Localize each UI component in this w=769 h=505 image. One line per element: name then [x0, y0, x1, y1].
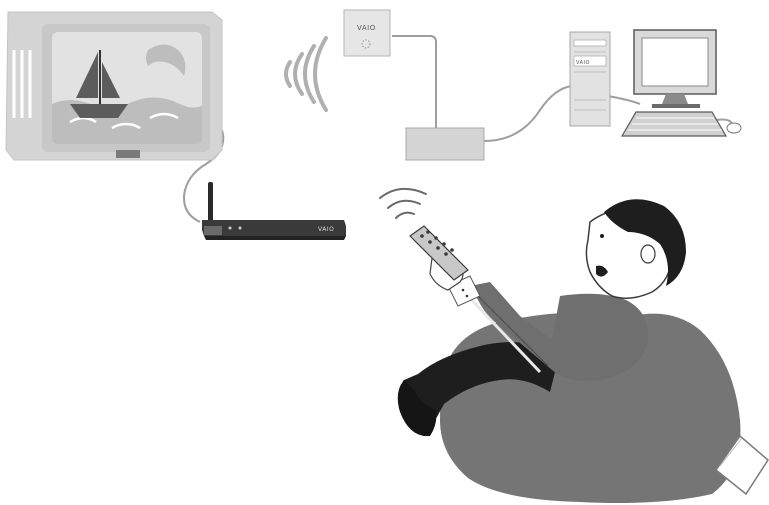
pc-tower-logo: VAIO	[576, 60, 590, 66]
tv-icon	[6, 12, 222, 160]
monitor-icon	[634, 30, 716, 108]
pc-tower-icon: VAIO	[570, 32, 610, 126]
receiver-device-icon: VAIO	[202, 182, 346, 240]
cable-access-point-to-hub	[392, 36, 436, 128]
remote-signal-icon	[380, 189, 426, 218]
cable-pc-to-monitor	[608, 96, 640, 104]
access-point-icon: VAIO	[344, 10, 390, 56]
wifi-waves-icon	[286, 38, 326, 110]
access-point-logo: VAIO	[357, 24, 376, 32]
hub-icon	[406, 128, 484, 160]
mouse-icon	[727, 123, 741, 133]
tv-stand	[116, 150, 140, 158]
cable-hub-to-pc	[484, 86, 572, 141]
keyboard-icon	[622, 112, 726, 136]
receiver-logo: VAIO	[318, 226, 334, 233]
